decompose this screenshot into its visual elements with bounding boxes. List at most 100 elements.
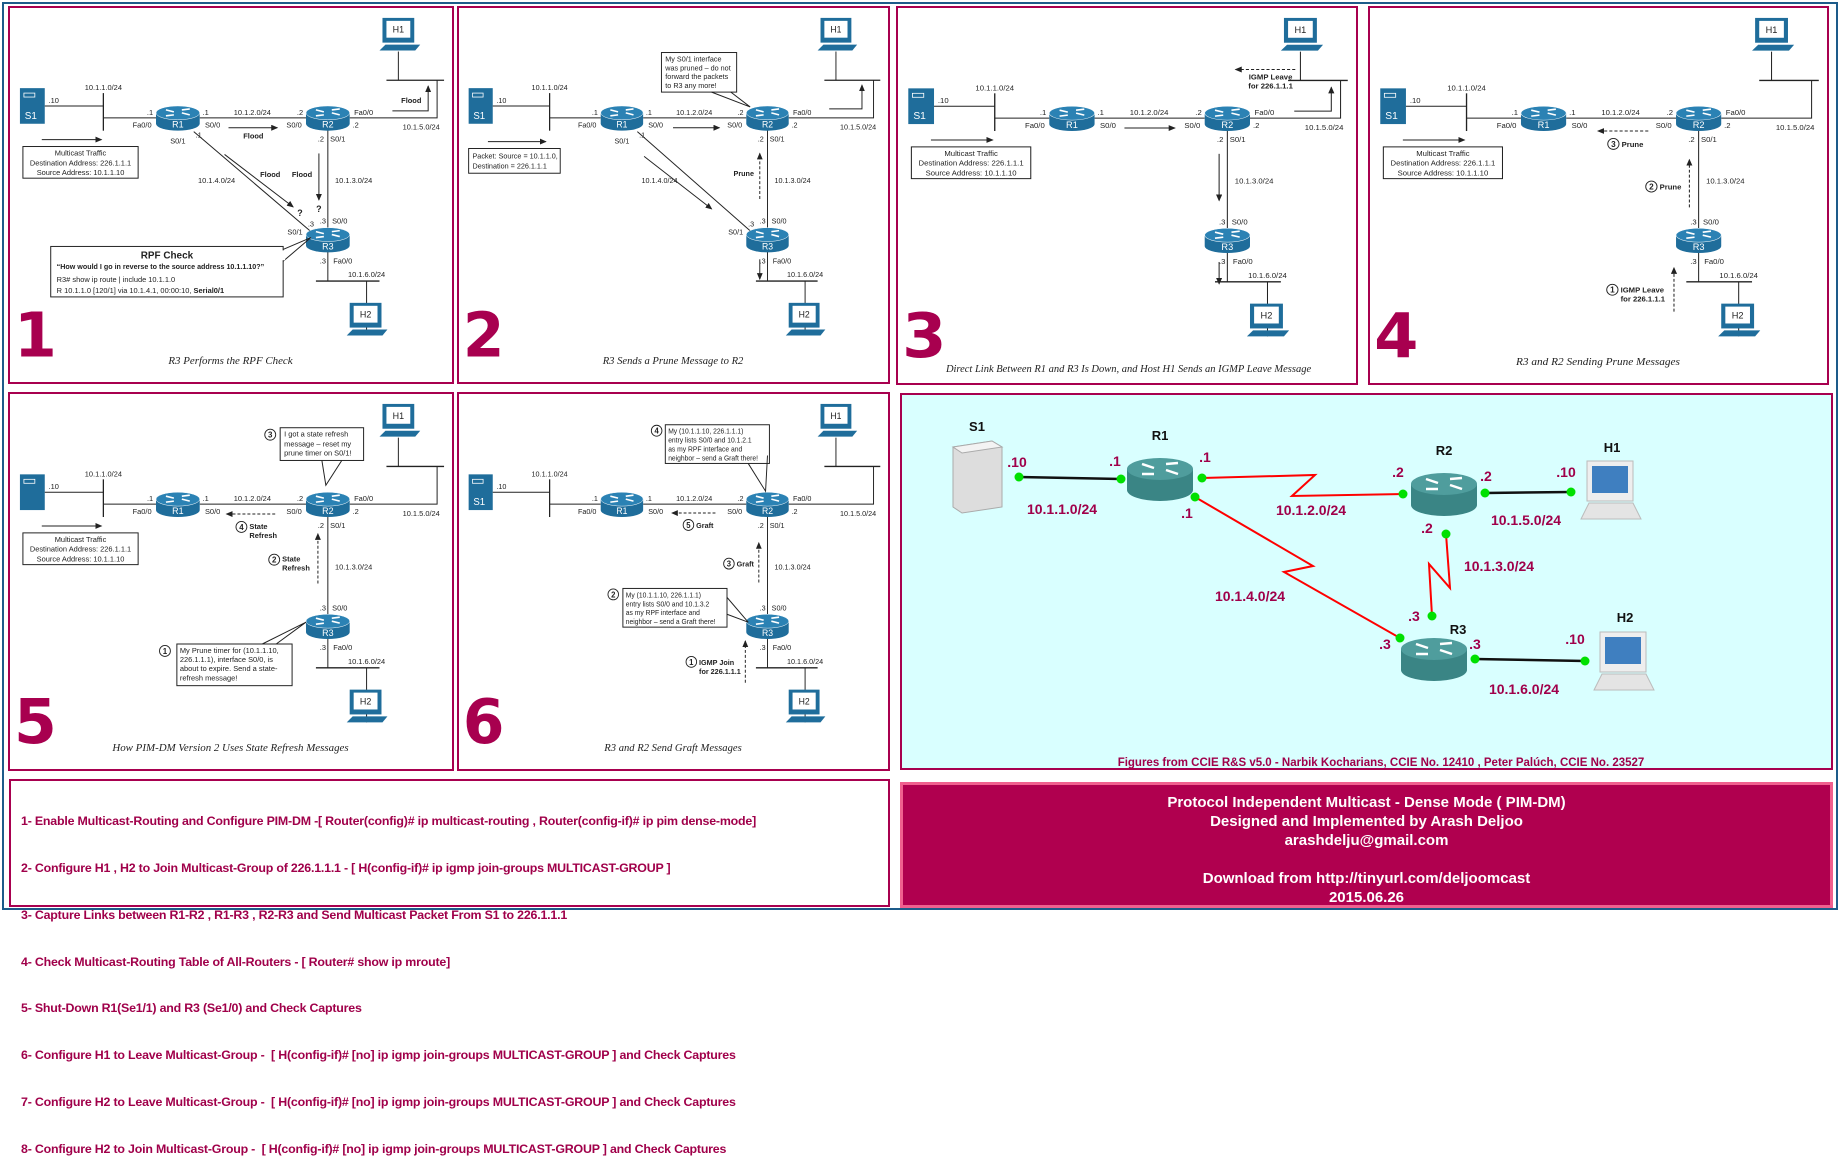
label: Destination = 226.1.1.1 bbox=[472, 161, 546, 170]
interface-label: Fa0/0 bbox=[1726, 108, 1746, 117]
label: neighbor – send a Graft there! bbox=[626, 619, 716, 626]
label: State bbox=[249, 522, 267, 531]
interface-label: S0/0 bbox=[1184, 121, 1200, 130]
router-top bbox=[746, 105, 789, 121]
link-line bbox=[349, 466, 438, 505]
interface-label: 10.1.1.0/24 bbox=[85, 469, 122, 478]
host-label: H1 bbox=[393, 25, 404, 35]
interface-label: .1 bbox=[646, 494, 652, 503]
port-dot bbox=[1116, 474, 1126, 484]
label: forward the packets bbox=[665, 72, 728, 81]
interface-label: .2 bbox=[297, 494, 303, 503]
router-arrow-glyph bbox=[315, 114, 324, 117]
router-arrow-glyph bbox=[331, 494, 340, 497]
router-arrow-glyph bbox=[1702, 230, 1712, 233]
router-arrow-glyph bbox=[1231, 234, 1240, 238]
step-number: 3 bbox=[727, 560, 732, 569]
ip-label: .1 bbox=[1181, 505, 1193, 521]
router-arrow-glyph bbox=[1531, 114, 1540, 117]
interface-label: .2 bbox=[758, 521, 764, 530]
callout-box bbox=[468, 148, 561, 174]
step-number: 5 bbox=[686, 521, 691, 530]
interface-label: .3 bbox=[308, 220, 314, 229]
router-arrow-glyph bbox=[331, 108, 340, 111]
interface-label: .10 bbox=[496, 96, 506, 105]
router-top bbox=[305, 613, 350, 629]
router-top bbox=[155, 491, 200, 507]
step-number: 1 bbox=[163, 647, 168, 656]
interface-label: S0/0 bbox=[1100, 121, 1116, 130]
router-arrow-glyph bbox=[1425, 477, 1439, 485]
host-computer-icon: H1 bbox=[1280, 17, 1324, 51]
router-arrow-glyph bbox=[1449, 483, 1463, 491]
forward-arrow bbox=[643, 156, 713, 210]
screen bbox=[824, 20, 848, 38]
interface-label: 10.1.2.0/24 bbox=[676, 108, 712, 117]
route-text: R 10.1.1.0 [120/1] via 10.1.4.1, 00:00:1… bbox=[57, 286, 194, 295]
router-label: R2 bbox=[1436, 443, 1453, 458]
interface-label: S0/0 bbox=[1656, 121, 1672, 130]
interface-label: .2 bbox=[1688, 135, 1694, 144]
callout-box bbox=[664, 424, 770, 464]
interface-label: 10.1.5.0/24 bbox=[840, 123, 876, 132]
server-icon: S1 bbox=[1380, 88, 1406, 125]
interface-label: .2 bbox=[1667, 108, 1673, 117]
ip-label: 10.1.6.0/24 bbox=[1489, 681, 1559, 697]
router-arrow-glyph bbox=[771, 620, 780, 624]
host-label: H2 bbox=[360, 697, 371, 707]
callout-pointer bbox=[711, 91, 751, 108]
label: Flood bbox=[292, 170, 313, 179]
router-arrow-glyph bbox=[771, 229, 780, 233]
router-arrow-glyph bbox=[1547, 108, 1556, 111]
router-arrow-glyph bbox=[181, 108, 190, 111]
screen bbox=[386, 20, 411, 38]
router-top bbox=[305, 227, 350, 242]
laptop-screen bbox=[1605, 637, 1641, 664]
interface-label: .3 bbox=[748, 220, 754, 229]
router-arrow-glyph bbox=[1214, 231, 1224, 235]
callout-box bbox=[1382, 146, 1503, 180]
ip-label: .10 bbox=[1007, 454, 1027, 470]
interface-label: .3 bbox=[1690, 257, 1696, 266]
label: refresh message! bbox=[180, 674, 238, 683]
interface-label: S0/1 bbox=[170, 137, 185, 146]
step-number-circle bbox=[1606, 283, 1619, 296]
keyboard bbox=[379, 430, 421, 437]
server-slot bbox=[472, 92, 484, 98]
ip-label: .2 bbox=[1480, 468, 1492, 484]
email-line: arashdelju@gmail.com bbox=[1284, 832, 1449, 849]
router-arrow-glyph bbox=[1439, 648, 1453, 656]
router-label: R1 bbox=[1152, 428, 1169, 443]
router-arrow-glyph bbox=[315, 230, 325, 235]
server-icon: S1 bbox=[468, 88, 493, 124]
author-line: Designed and Implemented by Arash Deljoo bbox=[1210, 813, 1523, 830]
flood-arrow bbox=[224, 154, 294, 208]
router-arrow-glyph bbox=[610, 109, 619, 113]
download-link[interactable]: Download from http://tinyurl.com/deljoom… bbox=[1202, 870, 1531, 887]
ip-label: 10.1.3.0/24 bbox=[1464, 558, 1534, 574]
interface-label: 10.1.2.0/24 bbox=[234, 494, 271, 503]
router-arrow-glyph bbox=[315, 617, 325, 621]
server-icon: S1 bbox=[468, 474, 493, 511]
label: Multicast Traffic bbox=[944, 149, 998, 158]
interface-label: 10.1.5.0/24 bbox=[403, 509, 440, 518]
port-dot bbox=[1014, 472, 1024, 482]
router-arrow-glyph bbox=[181, 498, 190, 502]
router-arrow-glyph bbox=[755, 495, 764, 499]
interface-label: .1 bbox=[1098, 108, 1104, 117]
router-arrow-glyph bbox=[625, 494, 634, 497]
router-arrow-glyph bbox=[315, 495, 325, 499]
port-dot bbox=[1395, 633, 1405, 643]
host-label: H2 bbox=[360, 310, 371, 320]
interface-label: .1 bbox=[1040, 108, 1046, 117]
interface-label: S0/0 bbox=[727, 121, 742, 130]
router-arrow-glyph bbox=[1702, 108, 1712, 111]
interface-label: 10.1.1.0/24 bbox=[975, 83, 1014, 92]
callout-box bbox=[176, 643, 293, 687]
keyboard bbox=[379, 44, 421, 51]
interface-label: S0/1 bbox=[614, 136, 629, 145]
link-line bbox=[193, 131, 312, 232]
link-line bbox=[1721, 80, 1813, 119]
